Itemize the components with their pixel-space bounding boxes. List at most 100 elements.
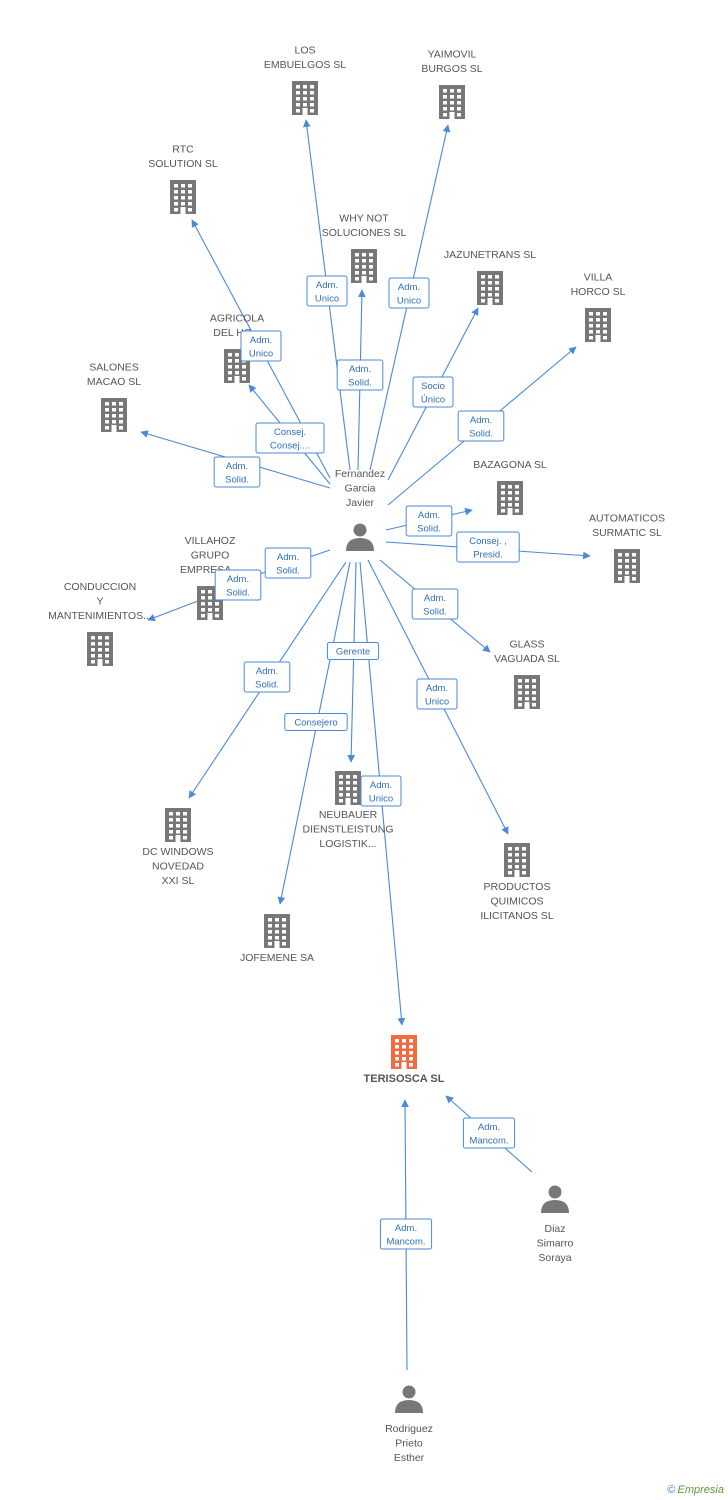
node-label-line: AUTOMATICOS [589,513,665,525]
edge-label-text: Consej. , [469,536,507,547]
edge-role-label[interactable]: Adm.Solid. [336,359,384,391]
edge-label-text: Unico [425,697,449,708]
node-label-line: SOLUTION SL [148,158,218,170]
edge-role-label[interactable]: Adm.Unico [240,330,282,362]
edge-label-box [462,1117,516,1149]
edge-role-label[interactable]: Adm. Unico [360,775,402,807]
node-label-line: Fernandez [335,468,385,480]
edge-role-label[interactable]: Adm.Solid. [405,505,453,537]
footer-brand[interactable]: ©Empresia [667,1484,724,1496]
node-label-line: JOFEMENE SA [240,952,314,964]
edge-label-box [255,422,325,454]
node-label-line: Javier [346,497,375,509]
node-label-line: PRODUCTOS [484,881,551,893]
node-label-line: Y [96,596,103,608]
edge-label-text: Consejero [294,718,337,729]
node-label-line: Garcia [345,483,376,495]
edge-role-label[interactable]: Adm. Solid. [411,588,459,620]
edge-role-label[interactable]: Adm.Solid. [264,547,312,579]
edge-role-label[interactable]: Adm.Solid. [213,456,261,488]
edge-role-label[interactable]: Gerente [326,642,380,660]
person-icon [346,523,374,551]
edge-role-label[interactable]: Adm.Solid. [243,661,291,693]
edge-label-text: Adm. [424,593,446,604]
edge-label-box [243,661,291,693]
company-node-terisosca[interactable]: TERISOSCA SL [364,1035,445,1085]
edges-layer [140,119,591,1371]
edge-label-box [360,775,402,807]
edge-label-box [405,505,453,537]
node-label-line: XXI SL [162,875,195,887]
company-node-jofemene[interactable]: JOFEMENE SA [240,914,314,964]
edge-role-label[interactable]: Adm.Unico [306,275,348,307]
node-label-line: NOVEDAD [152,861,204,873]
edge-label-text: Único [421,395,445,406]
company-node-bazagona[interactable]: BAZAGONA SL [473,459,547,515]
company-node-conduccion[interactable]: CONDUCCIONYMANTENIMIENTOS... [48,581,152,666]
edge-label-box [336,359,384,391]
edge-label-text: Gerente [336,647,370,658]
node-label-line: LOS [294,45,315,57]
edge-label-text: Solid. [417,524,441,535]
node-label-line: YAIMOVIL [428,49,477,61]
node-label-line: MANTENIMIENTOS... [48,610,152,622]
edge-label-text: Adm. [227,574,249,585]
copyright-symbol: © [667,1484,676,1496]
edge-role-label[interactable]: Consej. , Presid. [456,531,520,563]
node-label-line: WHY NOT [339,213,389,225]
edge-role-label[interactable]: Consejero [284,713,348,731]
edge-role-label[interactable]: Consej.Consej.... [255,422,325,454]
node-label-line: BURGOS SL [421,63,482,75]
edge-label-box [416,678,458,710]
building-icon [165,808,191,842]
company-node-automaticos[interactable]: AUTOMATICOS SURMATIC SL [589,513,665,584]
edge-role-label[interactable]: Adm.Unico [416,678,458,710]
edge-label-text: Solid. [423,607,447,618]
node-label-line: SALONES [89,362,139,374]
company-node-why-not[interactable]: WHY NOT SOLUCIONES SL [322,213,407,284]
edge-label-text: Solid. [225,475,249,486]
edge-labels-layer: Adm.UnicoAdm.UnicoAdm.UnicoAdm.Solid.Soc… [213,275,520,1250]
edge-role-label[interactable]: Adm.Mancom. [379,1218,433,1250]
edge-role-label[interactable]: Adm.Unico [388,277,430,309]
node-label-line: Prieto [395,1438,423,1450]
edge-role-label[interactable]: Adm.Solid. [214,569,262,601]
node-label-line: SOLUCIONES SL [322,227,407,239]
company-node-salones[interactable]: SALONES MACAO SL [87,362,141,433]
node-label-line: NEUBAUER [319,809,378,821]
node-label-line: Simarro [537,1238,574,1250]
edge-role-label[interactable]: Adm.Solid. [457,410,505,442]
edge-label-text: Unico [369,794,393,805]
building-icon [170,180,196,214]
edge-label-text: Presid. [473,550,503,561]
edge-label-text: Consej. [274,427,306,438]
company-node-yaimovil[interactable]: YAIMOVIL BURGOS SL [421,49,483,120]
building-icon [497,481,523,515]
edge-label-box [284,713,348,731]
edge-label-box [213,456,261,488]
building-icon [351,249,377,283]
building-icon [292,81,318,115]
edge-role-label[interactable]: Adm.Mancom. [462,1117,516,1149]
person-icon [395,1385,423,1413]
edge-label-text: Adm. [370,780,392,791]
node-label-line: Esther [394,1452,425,1464]
node-label-line: MACAO SL [87,376,141,388]
edge-label-text: Adm. [398,282,420,293]
node-label-line: SURMATIC SL [592,527,662,539]
company-node-jazunetrans[interactable]: JAZUNETRANS SL [444,249,536,305]
company-node-neubauer[interactable]: NEUBAUERDIENSTLEISTUNGLOGISTIK... [302,771,394,850]
